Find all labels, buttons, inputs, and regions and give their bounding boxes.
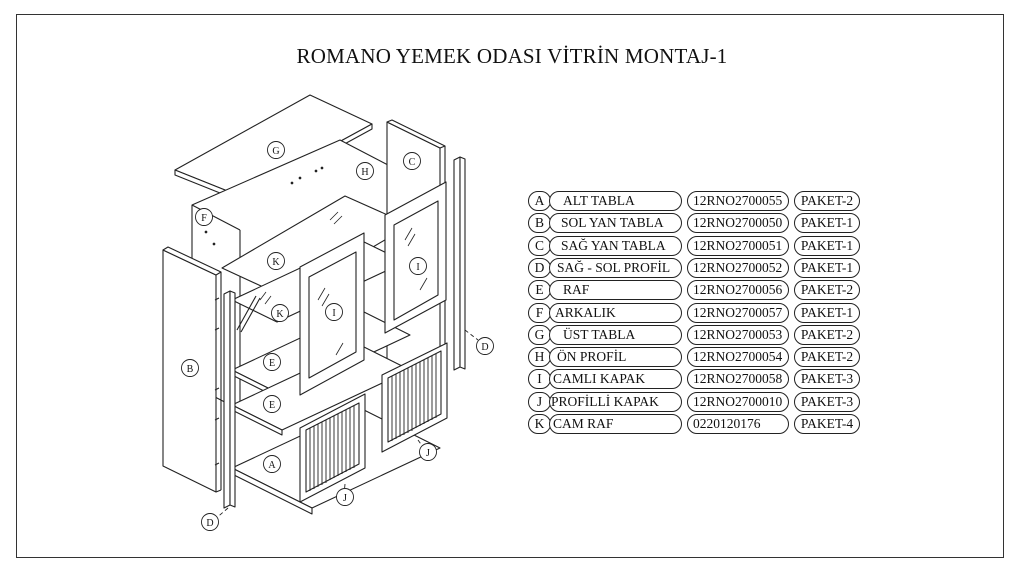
part-name-text: CAMLI KAPAK xyxy=(553,371,646,387)
part-name-text: SOL YAN TABLA xyxy=(561,215,664,231)
part-code: 0220120176 xyxy=(687,414,789,434)
part-letter: B xyxy=(528,213,551,234)
part-code: 12RNO2700058 xyxy=(687,369,789,390)
part-package: PAKET-2 xyxy=(794,324,860,345)
part-letter: F xyxy=(528,302,551,323)
part-name: SAĞ - SOL PROFİL xyxy=(549,257,682,278)
part-letter: D xyxy=(528,257,551,278)
drawing-title: ROMANO YEMEK ODASI VİTRİN MONTAJ-1 xyxy=(296,44,728,68)
part-package: PAKET-3 xyxy=(794,391,860,412)
label-e-bottom: E xyxy=(269,400,275,411)
right-profile-d xyxy=(453,156,466,371)
part-name-text: ALT TABLA xyxy=(563,193,635,208)
glass-shelf-k-middle xyxy=(236,295,261,333)
part-package: PAKET-1 xyxy=(794,302,860,323)
part-package: PAKET-2 xyxy=(794,191,860,211)
part-letter: C xyxy=(528,235,551,256)
part-code: 12RNO2700052 xyxy=(687,257,789,278)
part-code: 12RNO2700056 xyxy=(687,280,789,301)
part-name: SOL YAN TABLA xyxy=(549,213,682,234)
profiled-door-j-left xyxy=(299,393,366,503)
label-i-left: I xyxy=(332,308,335,319)
part-package: PAKET-3 xyxy=(794,369,860,390)
label-d-left: D xyxy=(206,518,213,529)
part-name: ÜST TABLA xyxy=(549,324,682,345)
part-letter: H xyxy=(528,347,551,368)
part-name-text: SAĞ - SOL PROFİL xyxy=(557,259,671,275)
label-j-left: J xyxy=(343,493,347,504)
part-letter: J xyxy=(528,391,551,412)
part-code: 12RNO2700055 xyxy=(687,191,789,211)
label-k-top: K xyxy=(272,257,280,268)
part-code: 12RNO2700051 xyxy=(687,235,789,256)
part-name: SAĞ YAN TABLA xyxy=(549,235,682,256)
part-package: PAKET-1 xyxy=(794,257,860,278)
part-name: CAMLI KAPAK xyxy=(549,369,682,390)
part-letter: I xyxy=(528,369,551,390)
profiled-door-j-right xyxy=(381,342,448,453)
left-profile-d xyxy=(223,290,236,509)
label-i-right: I xyxy=(416,262,419,273)
part-letter: K xyxy=(528,414,551,434)
part-name-text: ÜST TABLA xyxy=(563,326,636,342)
callout-bubbles xyxy=(181,141,494,531)
label-b: B xyxy=(187,364,194,375)
part-name-text: SAĞ YAN TABLA xyxy=(561,237,666,253)
part-package: PAKET-2 xyxy=(794,280,860,301)
part-name-text: ARKALIK xyxy=(555,304,616,320)
part-name: PROFİLLİ KAPAK xyxy=(549,391,682,412)
part-name: ÖN PROFİL xyxy=(549,347,682,368)
drawing-frame xyxy=(16,14,1004,558)
label-k-mid: K xyxy=(276,309,284,320)
part-code: 12RNO2700054 xyxy=(687,347,789,368)
part-code: 12RNO2700057 xyxy=(687,302,789,323)
label-d-right: D xyxy=(481,342,488,353)
part-package: PAKET-1 xyxy=(794,213,860,234)
part-code: 12RNO2700053 xyxy=(687,324,789,345)
part-name: CAM RAF xyxy=(549,414,682,434)
part-name-text: RAF xyxy=(563,282,590,298)
label-h: H xyxy=(361,167,368,178)
part-package: PAKET-2 xyxy=(794,347,860,368)
label-e-top: E xyxy=(269,358,275,369)
label-f: F xyxy=(201,213,207,224)
callout-letters: G H C F K I K I B E E A J J D D xyxy=(187,146,489,529)
part-package: PAKET-1 xyxy=(794,235,860,256)
part-letter: E xyxy=(528,280,551,301)
label-c: C xyxy=(409,157,416,168)
part-code: 12RNO2700050 xyxy=(687,213,789,234)
part-name-text: CAM RAF xyxy=(553,416,614,431)
part-name: ALT TABLA xyxy=(549,191,682,211)
part-name: ARKALIK xyxy=(549,302,682,323)
part-name: RAF xyxy=(549,280,682,301)
label-a: A xyxy=(268,460,276,471)
part-package: PAKET-4 xyxy=(794,414,860,434)
part-name-text: ÖN PROFİL xyxy=(557,349,627,365)
label-j-right: J xyxy=(426,448,430,459)
part-code: 12RNO2700010 xyxy=(687,391,789,412)
part-letter: A xyxy=(528,191,551,211)
part-letter: G xyxy=(528,324,551,345)
label-g: G xyxy=(272,146,279,157)
part-name-text: PROFİLLİ KAPAK xyxy=(551,393,659,409)
